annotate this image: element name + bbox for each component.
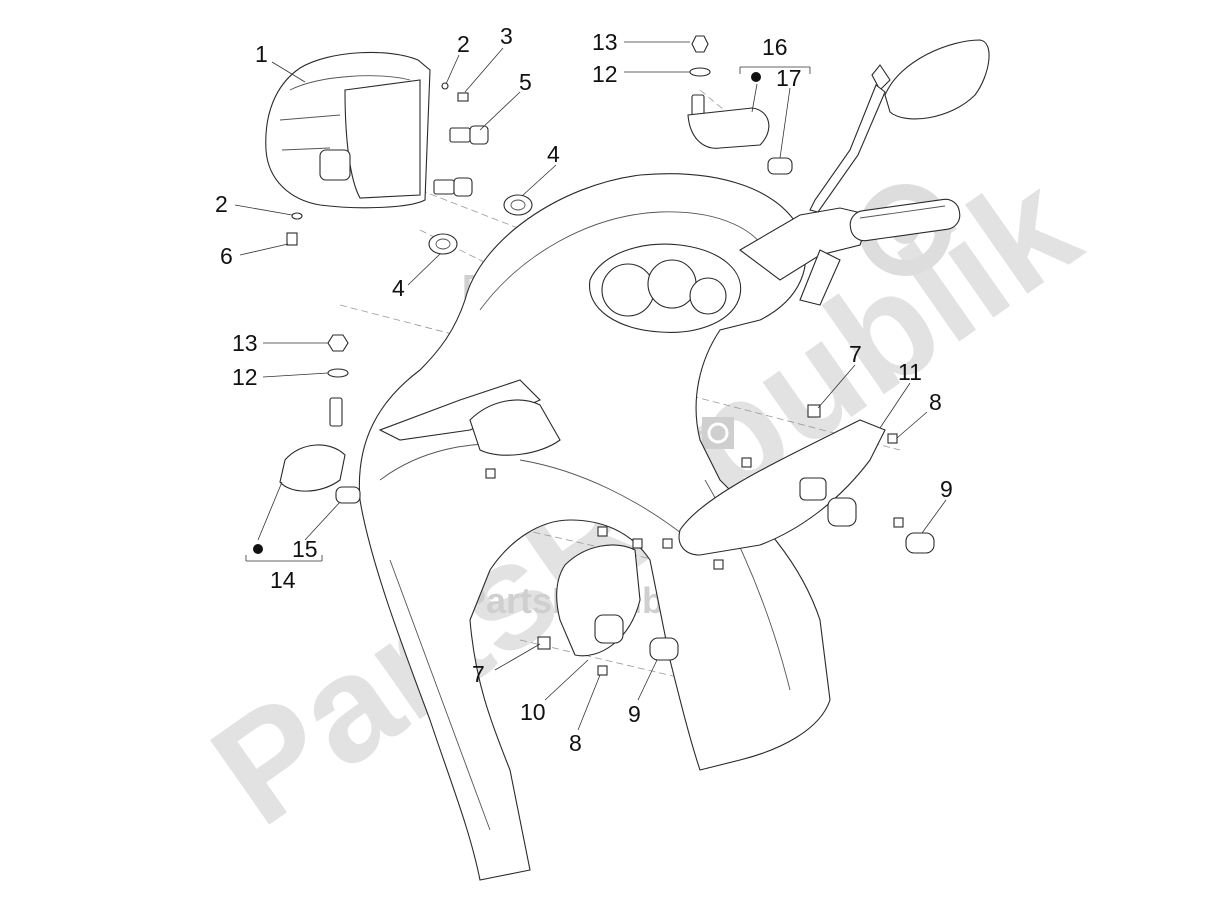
callout-15: 15 bbox=[292, 536, 318, 562]
left-grip-lever bbox=[378, 379, 561, 456]
instrument-cluster bbox=[589, 243, 742, 333]
callout-7: 7 bbox=[472, 661, 485, 687]
callout-10: 10 bbox=[520, 699, 546, 725]
callout-2: 2 bbox=[457, 31, 470, 57]
callout-4: 4 bbox=[392, 275, 405, 301]
callout-9: 9 bbox=[940, 476, 953, 502]
washer-screw-left bbox=[286, 212, 303, 246]
callout-17: 17 bbox=[776, 65, 802, 91]
leader-lines bbox=[234, 41, 947, 731]
callout-12: 12 bbox=[232, 364, 258, 390]
callout-7: 7 bbox=[849, 341, 862, 367]
bullet-dot-16 bbox=[751, 72, 761, 82]
rear-view-mirror bbox=[809, 39, 990, 213]
callout-2: 2 bbox=[215, 191, 228, 217]
handlebar bbox=[739, 198, 961, 306]
callout-11: 11 bbox=[898, 359, 922, 385]
callout-13: 13 bbox=[592, 29, 618, 55]
headlight-assembly bbox=[265, 51, 431, 209]
bulb-upper bbox=[449, 125, 489, 145]
callout-13: 13 bbox=[232, 330, 258, 356]
callout-labels: 1 2 3 5 4 2 6 4 13 12 16 17 13 12 15 14 … bbox=[215, 23, 953, 756]
watermark-gear-icon bbox=[702, 417, 734, 449]
grommet-lower bbox=[428, 233, 458, 255]
grommet-upper bbox=[503, 194, 533, 216]
callout-5: 5 bbox=[519, 69, 532, 95]
callout-14: 14 bbox=[270, 567, 296, 593]
callout-8: 8 bbox=[569, 730, 582, 756]
callout-8: 8 bbox=[929, 389, 942, 415]
callout-6: 6 bbox=[220, 243, 233, 269]
callout-4: 4 bbox=[547, 141, 560, 167]
callout-12: 12 bbox=[592, 61, 618, 87]
callout-1: 1 bbox=[255, 41, 268, 67]
right-upper-turn-signal bbox=[687, 35, 793, 175]
left-lower-turn-signal bbox=[537, 544, 679, 661]
left-upper-turn-signal bbox=[279, 334, 361, 504]
callout-16: 16 bbox=[762, 34, 788, 60]
right-lower-turn-signal bbox=[678, 404, 935, 556]
screw-upper bbox=[441, 82, 469, 102]
bulb-lower bbox=[433, 177, 473, 197]
callout-9: 9 bbox=[628, 701, 641, 727]
small-fasteners bbox=[485, 433, 904, 676]
callout-3: 3 bbox=[500, 23, 513, 49]
bullet-dot-14 bbox=[253, 544, 263, 554]
